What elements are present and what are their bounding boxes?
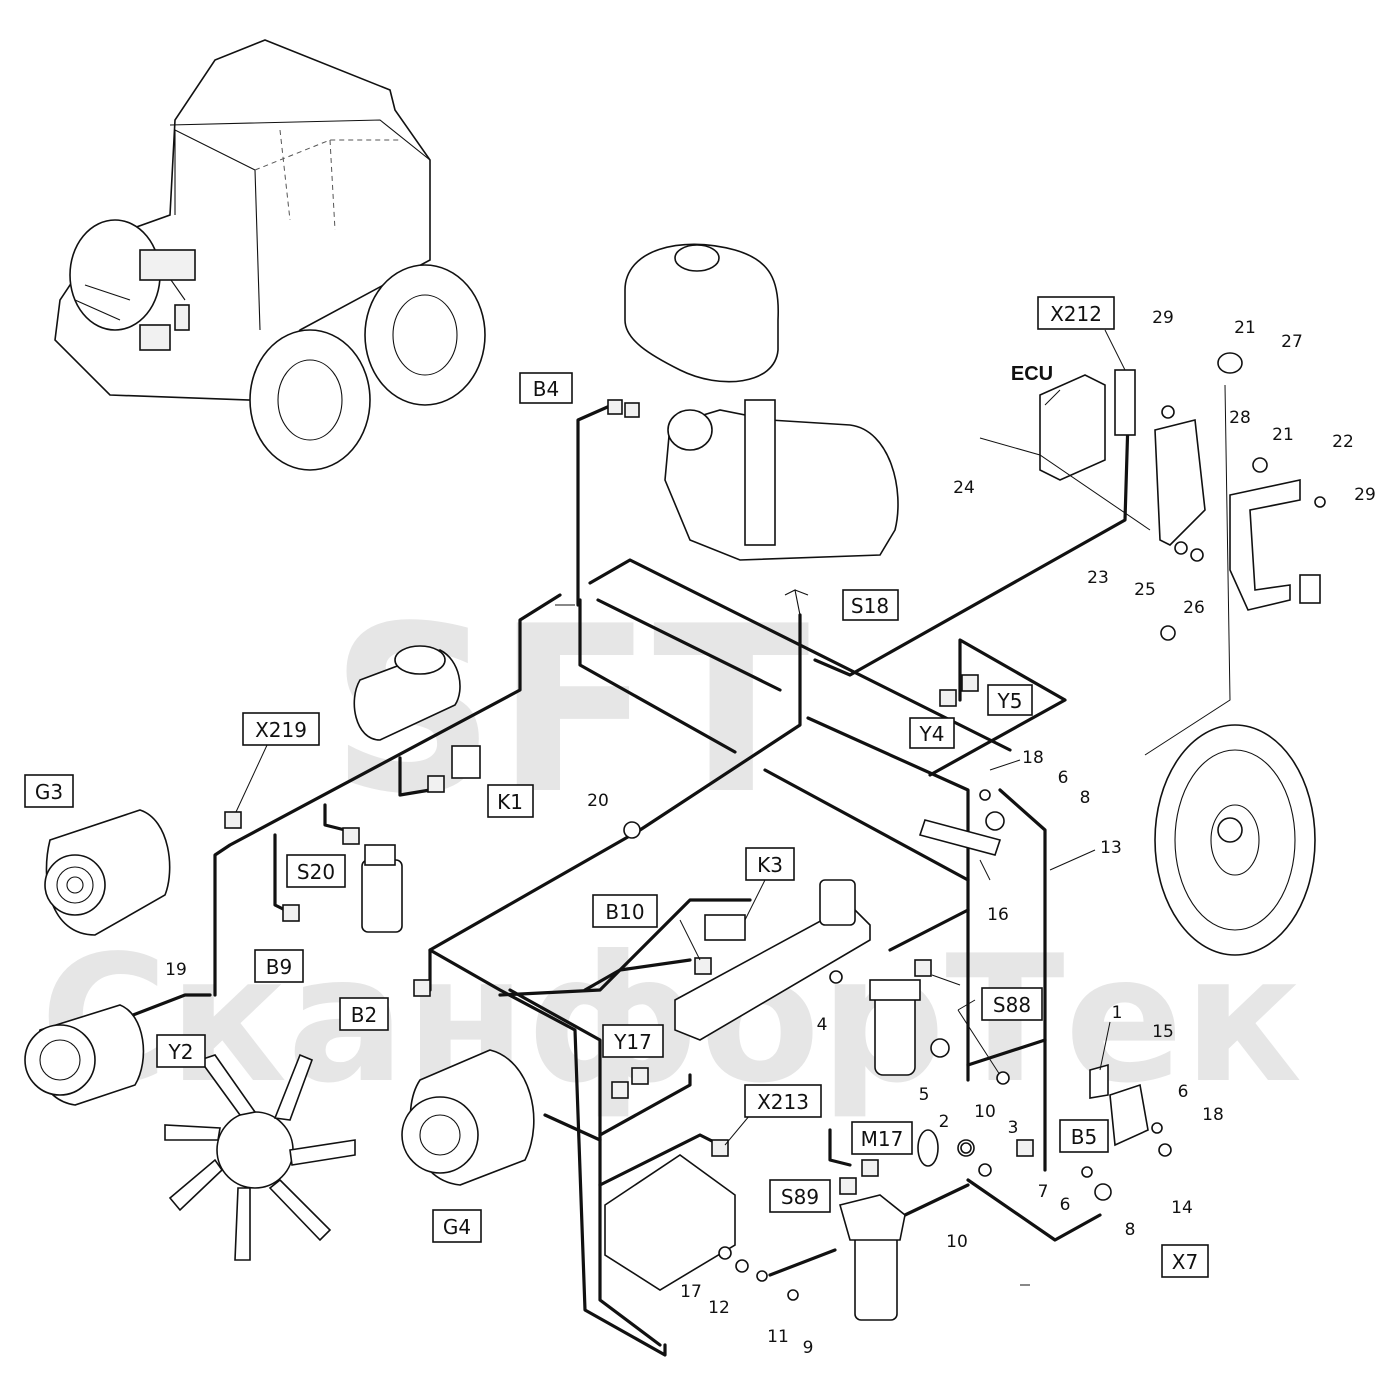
svg-text:X213: X213 <box>757 1090 809 1114</box>
tractor-overview-drawing <box>54 39 486 471</box>
label-b4: B4 <box>519 372 573 404</box>
item-number: 21 <box>1234 318 1256 338</box>
svg-text:B10: B10 <box>605 900 644 924</box>
item-numbers: 29 21 27 28 21 22 29 24 23 25 26 18 6 8 … <box>165 308 1376 1358</box>
svg-text:Y2: Y2 <box>168 1040 194 1064</box>
ecu-label: ECU <box>1011 363 1053 385</box>
label-x7: X7 <box>1161 1244 1209 1278</box>
item-number: 12 <box>708 1298 730 1318</box>
svg-text:B9: B9 <box>266 955 292 979</box>
label-y5: Y5 <box>987 684 1033 716</box>
svg-text:Y17: Y17 <box>613 1030 652 1054</box>
svg-text:B4: B4 <box>533 377 559 401</box>
item-number: 18 <box>1022 748 1044 768</box>
item-number: 15 <box>1152 1022 1174 1042</box>
item-number: 5 <box>919 1085 930 1105</box>
item-number: 13 <box>1100 838 1122 858</box>
item-number: 19 <box>165 960 187 980</box>
item-number: 18 <box>1202 1105 1224 1125</box>
item-number: 11 <box>767 1327 789 1347</box>
item-number: 27 <box>1281 332 1303 352</box>
svg-text:S88: S88 <box>993 993 1031 1017</box>
label-m17: M17 <box>851 1121 913 1155</box>
fan-drawing <box>164 1053 356 1261</box>
label-k3: K3 <box>745 847 795 881</box>
connectors <box>224 399 1034 1195</box>
svg-text:G4: G4 <box>443 1215 471 1239</box>
svg-text:B5: B5 <box>1071 1125 1097 1149</box>
label-s20: S20 <box>286 854 346 888</box>
svg-text:X219: X219 <box>255 718 307 742</box>
item-number: 14 <box>1171 1198 1193 1218</box>
item-number: 6 <box>1058 768 1069 788</box>
item-number: 1 <box>1112 1003 1123 1023</box>
item-number: 7 <box>1038 1182 1049 1202</box>
item-number: 28 <box>1229 408 1251 428</box>
label-s18: S18 <box>842 589 899 621</box>
svg-text:X7: X7 <box>1172 1250 1198 1274</box>
components <box>24 243 1321 1321</box>
item-number: 10 <box>974 1102 996 1122</box>
item-number: 29 <box>1354 485 1376 505</box>
component-labels: B4 S18 X212 Y5 Y4 X219 K1 G3 S20 B9 K3 B… <box>24 296 1209 1278</box>
item-number: 26 <box>1183 598 1205 618</box>
hardware <box>718 405 1326 1301</box>
svg-text:Y4: Y4 <box>919 722 945 746</box>
label-g4: G4 <box>432 1209 482 1243</box>
item-number: 23 <box>1087 568 1109 588</box>
label-y4: Y4 <box>909 717 955 749</box>
item-number: 29 <box>1152 308 1174 328</box>
label-x212: X212 <box>1037 296 1115 330</box>
label-s88: S88 <box>981 987 1043 1021</box>
label-b5: B5 <box>1059 1119 1109 1153</box>
svg-text:X212: X212 <box>1050 302 1102 326</box>
svg-text:M17: M17 <box>861 1127 904 1151</box>
item-number: 8 <box>1080 788 1091 808</box>
leader-lines <box>235 329 1231 1286</box>
item-number: 25 <box>1134 580 1156 600</box>
item-number: 24 <box>953 478 975 498</box>
svg-text:S89: S89 <box>781 1185 819 1209</box>
item-number: 20 <box>587 791 609 811</box>
svg-text:K3: K3 <box>757 853 783 877</box>
svg-text:K1: K1 <box>497 790 523 814</box>
svg-text:Y5: Y5 <box>997 689 1023 713</box>
item-number: 8 <box>1125 1220 1136 1240</box>
label-y17: Y17 <box>602 1024 664 1058</box>
item-number: 9 <box>803 1338 814 1358</box>
item-number: 16 <box>987 905 1009 925</box>
svg-text:B2: B2 <box>351 1003 377 1027</box>
item-number: 22 <box>1332 432 1354 452</box>
item-number: 4 <box>817 1015 828 1035</box>
item-number: 6 <box>1060 1195 1071 1215</box>
label-g3: G3 <box>24 774 74 808</box>
svg-text:S20: S20 <box>297 860 335 884</box>
label-b2: B2 <box>339 997 389 1031</box>
svg-text:S18: S18 <box>851 594 889 618</box>
label-s89: S89 <box>769 1179 831 1213</box>
item-number: 3 <box>1008 1118 1019 1138</box>
label-x219: X219 <box>242 712 320 746</box>
label-k1: K1 <box>487 784 534 818</box>
label-b9: B9 <box>254 949 304 983</box>
label-b10: B10 <box>592 894 658 928</box>
item-number: 6 <box>1178 1082 1189 1102</box>
svg-text:G3: G3 <box>35 780 63 804</box>
item-number: 10 <box>946 1232 968 1252</box>
item-number: 17 <box>680 1282 702 1302</box>
label-y2: Y2 <box>156 1034 206 1068</box>
item-number: 2 <box>939 1112 950 1132</box>
wiring-harness <box>118 403 1130 1357</box>
item-number: 21 <box>1272 425 1294 445</box>
label-x213: X213 <box>744 1084 822 1118</box>
